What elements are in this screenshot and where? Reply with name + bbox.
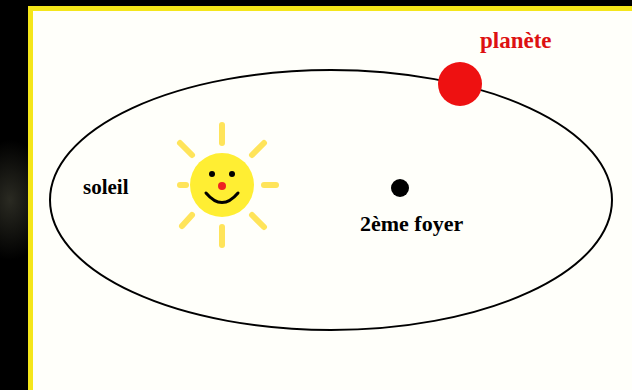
sun-nose [218,182,226,190]
planet-label: planète [480,28,552,53]
panel [31,9,632,390]
orbit-ellipse [50,70,612,330]
sun-rays [180,125,276,245]
focus-label: 2ème foyer [360,212,463,236]
focus-dot [391,179,409,197]
planet [438,62,482,106]
sun-label: soleil [83,176,129,199]
sun [190,153,254,217]
sun-eye [229,171,235,177]
sun-smile [206,193,238,203]
sun-eye [209,171,215,177]
